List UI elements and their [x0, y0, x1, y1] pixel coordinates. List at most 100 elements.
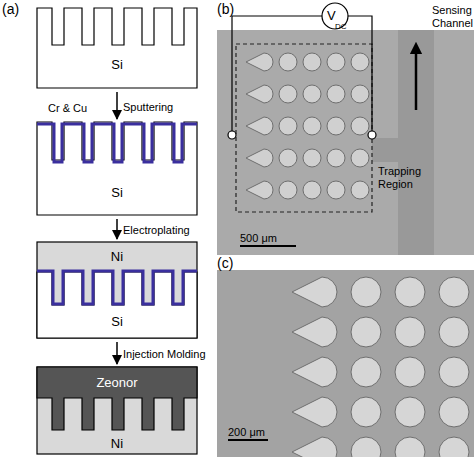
step-label: Electroplating: [123, 224, 190, 237]
material-label: Ni: [111, 250, 123, 265]
round-pillar: [439, 277, 469, 307]
electrode-wire: [348, 16, 372, 131]
layer-label-holder: Si: [111, 183, 123, 201]
silicon-wafer: [37, 8, 197, 88]
round-pillar: [351, 149, 369, 167]
scale-bar: [240, 245, 296, 247]
figure-label: 200 μm: [228, 426, 265, 439]
label-holder: Cr & Cu: [48, 98, 87, 116]
step-label-holder: Injection Molding: [123, 344, 206, 362]
nickel-mold: [37, 367, 197, 454]
figure-label: DC: [335, 22, 347, 31]
round-pillar: [303, 85, 321, 103]
round-pillar: [351, 357, 381, 387]
round-pillar: [395, 437, 425, 457]
layer-label-holder: Zeonor: [96, 373, 137, 391]
round-pillar: [351, 53, 369, 71]
round-pillar: [395, 317, 425, 347]
round-pillar: [351, 85, 369, 103]
terminal: [368, 131, 376, 139]
label-holder: (a): [2, 0, 19, 18]
step-label: Sputtering: [123, 101, 173, 114]
teardrop-pillar: [246, 181, 273, 199]
teardrop-pillar: [292, 317, 337, 347]
teardrop-pillar: [292, 277, 337, 307]
step-label: Injection Molding: [123, 348, 206, 361]
teardrop-pillar: [246, 117, 273, 135]
seed-layer: [37, 124, 197, 162]
label-holder: 500 μm: [240, 228, 277, 246]
material-label: Si: [111, 58, 123, 73]
process-arrow: [116, 92, 118, 119]
label-holder: (c): [217, 254, 233, 272]
teardrop-pillar: [292, 357, 337, 387]
round-pillar: [327, 181, 345, 199]
round-pillar: [395, 357, 425, 387]
sem-image: [217, 270, 474, 457]
round-pillar: [327, 117, 345, 135]
teardrop-pillar: [246, 149, 273, 167]
teardrop-pillar: [246, 85, 273, 103]
sem-background: [217, 270, 474, 457]
round-pillar: [395, 397, 425, 427]
material-label: Ni: [111, 437, 123, 452]
round-pillar: [327, 85, 345, 103]
silicon-wafer: [37, 272, 197, 338]
step-label-holder: Electroplating: [123, 220, 190, 238]
channel-junction: [372, 138, 402, 162]
layer-label-holder: Si: [111, 55, 123, 73]
teardrop-pillar: [292, 397, 337, 427]
round-pillar: [351, 181, 369, 199]
sem-background: [217, 30, 474, 255]
layer-label-holder: Si: [111, 312, 123, 330]
sem-image: [217, 30, 474, 255]
label-holder: Trapping Region: [378, 165, 434, 192]
electrode-wire: [232, 16, 322, 131]
round-pillar: [351, 437, 381, 457]
flow-arrow: [415, 48, 418, 110]
material-label: Si: [111, 315, 123, 330]
label-holder: (b): [217, 0, 234, 18]
sensing-channel: [398, 30, 434, 255]
round-pillar: [351, 277, 381, 307]
figure-label: Sensing Channel: [432, 4, 474, 29]
round-pillar: [351, 397, 381, 427]
silicon-wafer: [37, 122, 197, 215]
material-label: Zeonor: [96, 376, 137, 391]
figure-label: (a): [2, 1, 19, 17]
round-pillar: [279, 85, 297, 103]
round-pillar: [327, 53, 345, 71]
pillar-array: [292, 277, 469, 457]
process-step: ZeonorNi: [37, 367, 197, 454]
round-pillar: [439, 317, 469, 347]
material-label: Si: [111, 186, 123, 201]
layer-label-holder: Ni: [111, 247, 123, 265]
layer-label-holder: Ni: [111, 434, 123, 452]
round-pillar: [279, 149, 297, 167]
label-holder: V: [327, 6, 336, 24]
process-step: Si: [37, 8, 197, 88]
zeonor-part: [37, 367, 197, 430]
round-pillar: [303, 117, 321, 135]
figure-label: 500 μm: [240, 232, 277, 245]
round-pillar: [439, 397, 469, 427]
pillar-array: [246, 53, 369, 199]
round-pillar: [279, 53, 297, 71]
round-pillar: [395, 277, 425, 307]
teardrop-pillar: [292, 437, 337, 457]
round-pillar: [303, 53, 321, 71]
seed-layer: [37, 271, 197, 304]
terminal: [228, 131, 236, 139]
scale-bar: [228, 439, 268, 441]
round-pillar: [351, 117, 369, 135]
figure-label: Cr & Cu: [48, 102, 87, 115]
figure-label: Trapping Region: [378, 165, 434, 190]
label-holder: Sensing Channel: [432, 4, 474, 31]
round-pillar: [279, 117, 297, 135]
round-pillar: [351, 317, 381, 347]
round-pillar: [439, 437, 469, 457]
figure-label: V: [327, 9, 336, 24]
